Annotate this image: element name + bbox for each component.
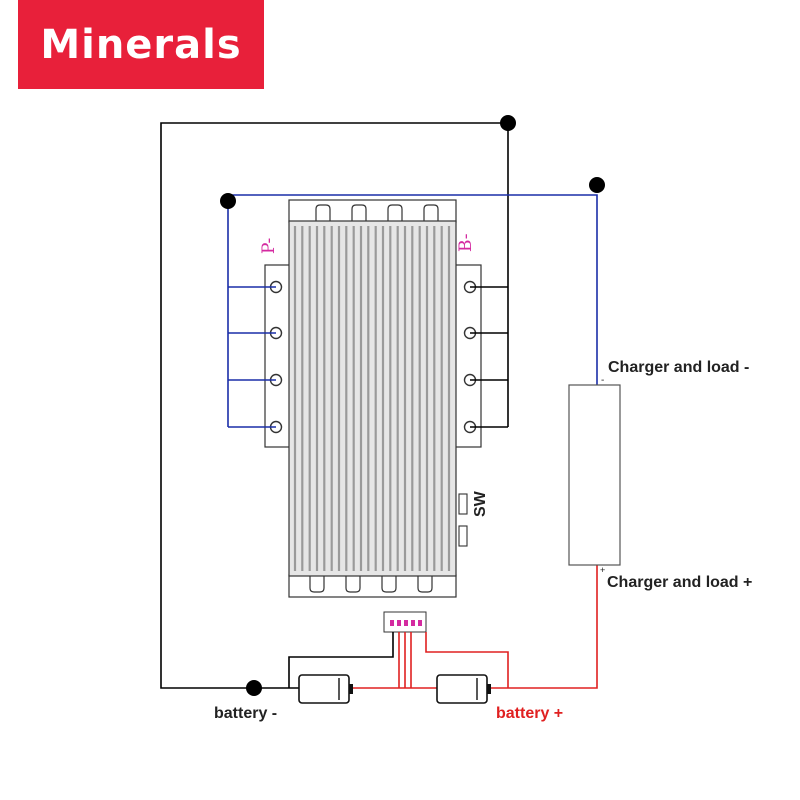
bms-top-notches <box>315 204 439 222</box>
charger-load-pos-label: Charger and load + <box>607 574 752 591</box>
p-minus-wiring <box>227 194 598 428</box>
junction-dots <box>220 115 605 696</box>
switch-connector-1 <box>458 493 468 515</box>
battery-neg-label: battery - <box>214 705 277 722</box>
charger-load-neg-label: Charger and load - <box>608 359 749 376</box>
bms-heatsink-fins <box>293 226 451 571</box>
negative-wiring <box>160 122 509 689</box>
bms-left-tab <box>264 264 292 448</box>
bms-top-frame <box>288 199 457 223</box>
charger-load-pos-sign: + <box>600 565 605 575</box>
brand-logo: Minerals <box>18 0 264 89</box>
bms-bottom-frame <box>288 574 457 598</box>
switch-label: SW <box>472 490 489 517</box>
battery-cell-1 <box>298 674 353 704</box>
balance-connector-pins <box>390 620 422 626</box>
brand-logo-text: Minerals <box>40 21 242 68</box>
battery-pos-label: battery + <box>496 705 563 722</box>
charger-load-neg-sign: - <box>601 375 604 386</box>
switch-connector-2 <box>458 525 468 547</box>
charger-load-box <box>568 384 621 566</box>
bms-bottom-notches <box>309 575 433 593</box>
b-minus-label: B- <box>456 233 476 252</box>
positive-wiring <box>348 565 598 689</box>
p-minus-label: P- <box>259 238 279 254</box>
bms-body <box>288 220 457 577</box>
battery-cell-2 <box>436 674 491 704</box>
